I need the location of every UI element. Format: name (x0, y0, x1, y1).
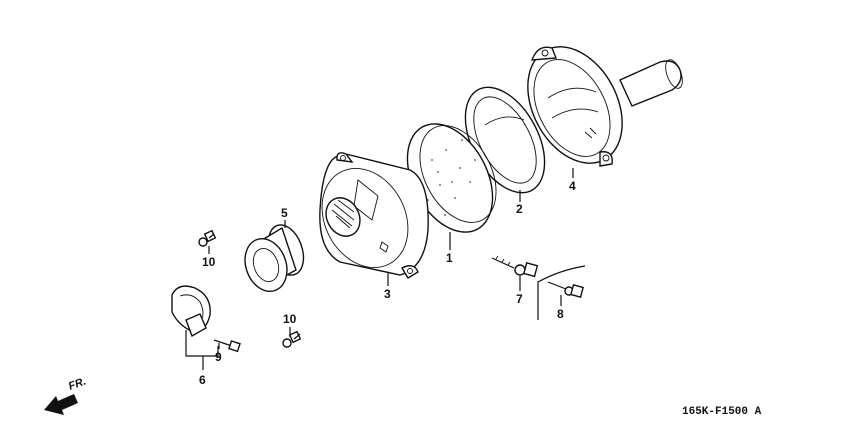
front-direction-arrow-icon (44, 394, 78, 415)
air-cleaner-case (527, 46, 683, 167)
callout-3: 3 (384, 287, 391, 301)
callout-6: 6 (199, 373, 206, 387)
callout-5: 5 (281, 206, 288, 220)
bolt-8 (547, 281, 584, 298)
callout-4: 4 (569, 179, 576, 193)
callout-1: 1 (446, 251, 453, 265)
front-direction-label: FR. (67, 375, 88, 392)
screw-upper (198, 229, 217, 247)
band-clamp (171, 285, 211, 338)
callout-7: 7 (516, 292, 523, 306)
leader-lines (185, 168, 586, 370)
callout-8: 8 (557, 307, 564, 321)
diagram-code: 165K-F1500 A (682, 406, 762, 418)
callout-10-upper: 10 (202, 255, 216, 269)
callout-9: 9 (215, 350, 222, 364)
callout-10-lower: 10 (283, 312, 297, 326)
air-cleaner-cover (319, 152, 429, 279)
screw-lower (282, 330, 302, 348)
callout-2: 2 (516, 202, 523, 216)
screw (213, 339, 241, 353)
bolt-7 (491, 255, 539, 278)
connecting-tube (244, 224, 305, 292)
